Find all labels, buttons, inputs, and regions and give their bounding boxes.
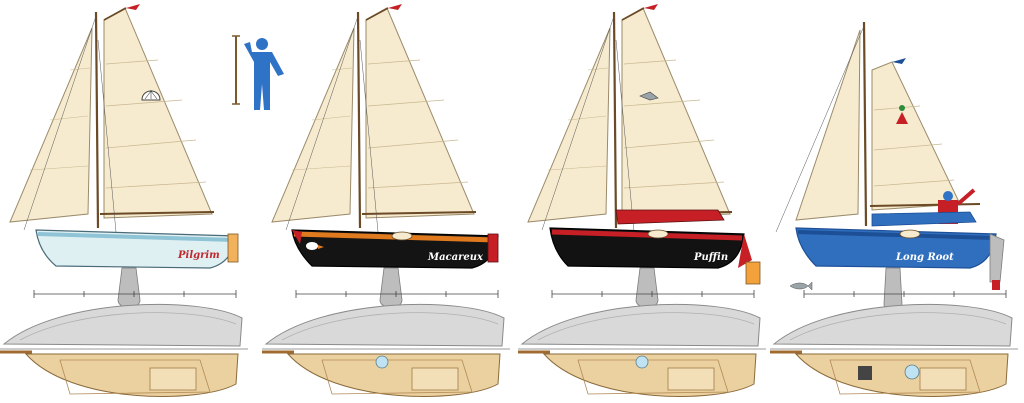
- boat-puffin: Puffin: [516, 2, 768, 397]
- shell-icon: [141, 90, 161, 101]
- bird-icon: [639, 91, 659, 101]
- boat-macareux: Macareux: [260, 2, 512, 397]
- boat-name-label: Puffin: [693, 252, 728, 263]
- fish-icon: [789, 281, 813, 291]
- puffin-icon: [306, 242, 324, 250]
- buoy-icon: [896, 105, 908, 124]
- boat-name-label: Macareux: [427, 252, 484, 263]
- boat-pilgrim: Pilgrim: [0, 2, 250, 397]
- boat-long-root: Long Root: [768, 21, 1020, 397]
- boat-name-label: Long Root: [895, 252, 954, 263]
- boat-name-label: Pilgrim: [177, 250, 220, 261]
- person-icon: [232, 35, 284, 110]
